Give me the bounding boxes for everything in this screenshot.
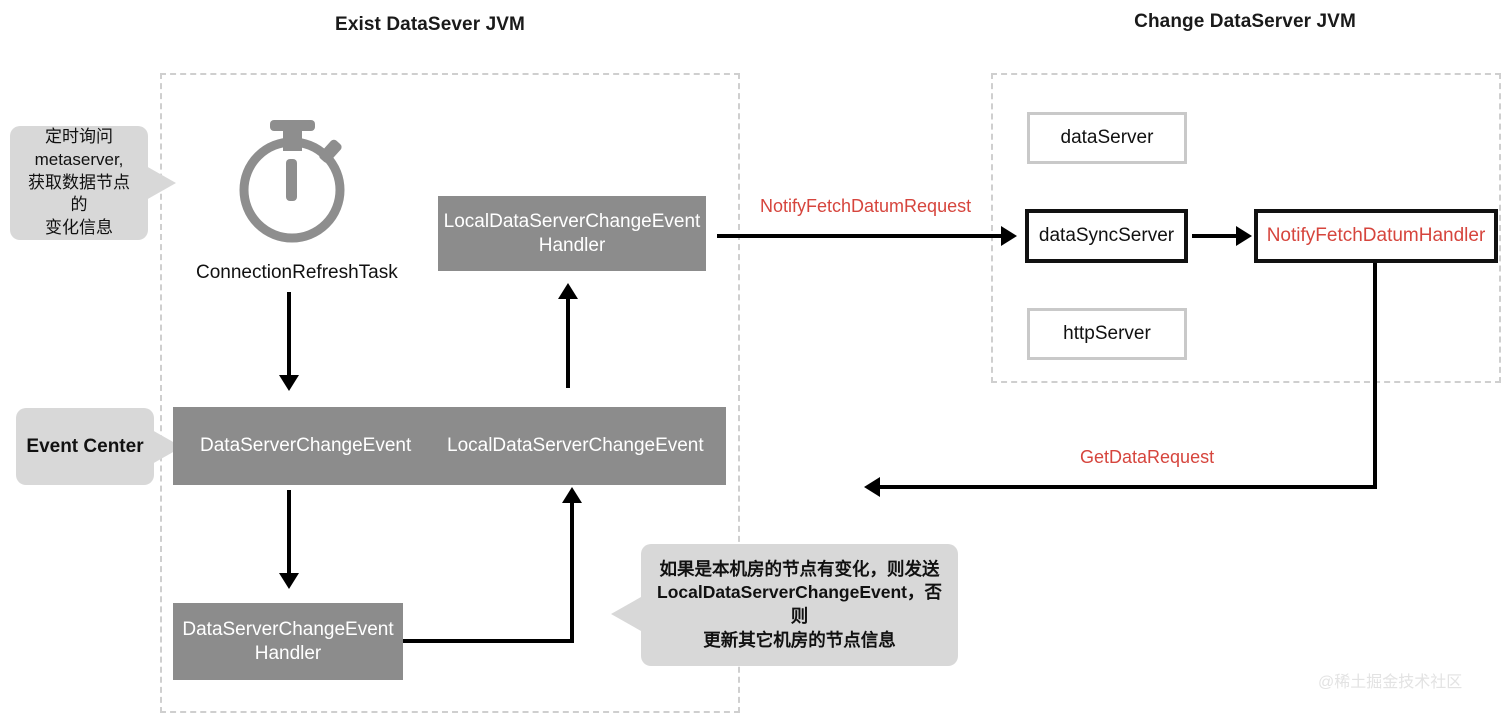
arrow-head-localhandler — [558, 283, 578, 299]
right-panel-title: Change DataServer JVM — [1134, 11, 1356, 32]
datasyncserver-box: dataSyncServer — [1025, 209, 1188, 263]
callout-event-center: Event Center — [16, 408, 154, 485]
notifyfetchdatumrequest-label: NotifyFetchDatumRequest — [760, 196, 972, 216]
arrow-line-localhandler — [566, 296, 570, 388]
dataserver-label: dataServer — [1060, 127, 1154, 148]
dataserver-box: dataServer — [1027, 112, 1187, 164]
stopwatch-icon — [228, 115, 356, 243]
arrow-head-notify-request — [1001, 226, 1017, 246]
datasyncserver-label: dataSyncServer — [1038, 225, 1175, 246]
arrow-line-notify-request — [717, 234, 1003, 238]
arrow-line-sync-to-notify — [1192, 234, 1238, 238]
right-jvm-container — [991, 73, 1501, 383]
httpserver-box: httpServer — [1027, 308, 1187, 360]
httpserver-label: httpServer — [1063, 323, 1151, 344]
arrow-head-dshandler-to-eventbar — [562, 487, 582, 503]
arrow-line-getdata-h — [880, 485, 1377, 489]
arrow-line-getdata-v — [1373, 263, 1377, 487]
event-localdataserverchangeevent: LocalDataServerChangeEvent — [447, 435, 704, 456]
event-center-bar: DataServerChangeEvent LocalDataServerCha… — [173, 407, 726, 485]
arrow-line-dshandler-h — [403, 639, 574, 643]
arrow-line-timer-to-eventbar — [287, 292, 291, 376]
arrow-head-timer-to-eventbar — [279, 375, 299, 391]
notifyfetchdatumhandler-label: NotifyFetchDatumHandler — [1266, 225, 1486, 246]
getdatarequest-label: GetDataRequest — [1080, 447, 1215, 467]
arrow-head-getdata — [864, 477, 880, 497]
arrow-head-eventbar-to-dshandler — [279, 573, 299, 589]
event-center-label: Event Center — [26, 435, 144, 457]
left-panel-title: Exist DataSever JVM — [335, 14, 525, 35]
arrow-line-eventbar-to-dshandler — [287, 490, 291, 574]
connection-refresh-task-label: ConnectionRefreshTask — [196, 262, 398, 283]
arrow-line-dshandler-v — [570, 502, 574, 643]
watermark: @稀土掘金技术社区 — [1318, 674, 1463, 691]
arrow-head-sync-to-notify — [1236, 226, 1252, 246]
notifyfetchdatumhandler-box: NotifyFetchDatumHandler — [1254, 209, 1498, 263]
event-dataserverchangeevent: DataServerChangeEvent — [200, 435, 412, 456]
callout-local-change-note-tail — [611, 597, 641, 631]
callout-timer-tail — [146, 166, 176, 200]
left-jvm-container — [160, 73, 740, 713]
